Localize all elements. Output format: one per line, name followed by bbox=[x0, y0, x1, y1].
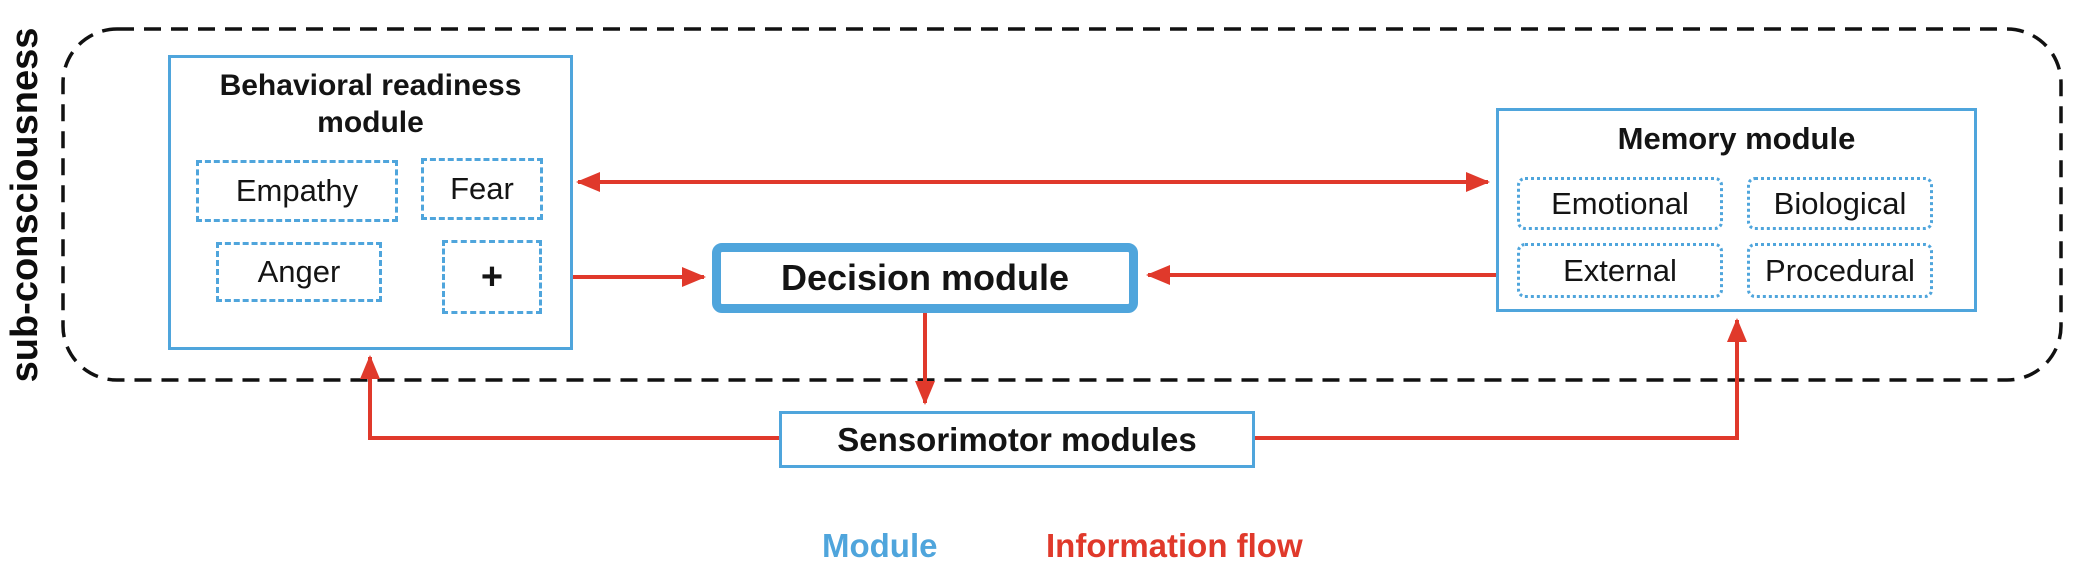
behavioral-readiness-module-title: Behavioral readiness module bbox=[219, 69, 522, 139]
submodule-plus: + bbox=[442, 240, 542, 314]
memory-module: Memory module Emotional Biological Exter… bbox=[1496, 108, 1977, 312]
subconsciousness-label: sub-consciousness bbox=[4, 27, 46, 383]
submodule-procedural: Procedural bbox=[1747, 243, 1933, 298]
submodule-fear: Fear bbox=[421, 158, 543, 220]
legend-information-flow-label: Information flow bbox=[1046, 527, 1303, 564]
submodule-anger: Anger bbox=[216, 242, 382, 302]
legend-module-label: Module bbox=[822, 527, 938, 564]
submodule-external: External bbox=[1517, 243, 1723, 298]
behavioral-readiness-module: Behavioral readiness module Empathy Fear… bbox=[168, 55, 573, 350]
sensorimotor-module: Sensorimotor modules bbox=[779, 411, 1255, 468]
decision-module: Decision module bbox=[712, 243, 1138, 313]
arrow-sensorimotor-to-memory bbox=[1255, 318, 1747, 440]
arrow-sensorimotor-to-behavioral bbox=[360, 355, 779, 440]
submodule-empathy: Empathy bbox=[196, 160, 398, 222]
memory-module-title: Memory module bbox=[1617, 121, 1856, 156]
submodule-biological: Biological bbox=[1747, 177, 1933, 230]
submodule-emotional: Emotional bbox=[1517, 177, 1723, 230]
